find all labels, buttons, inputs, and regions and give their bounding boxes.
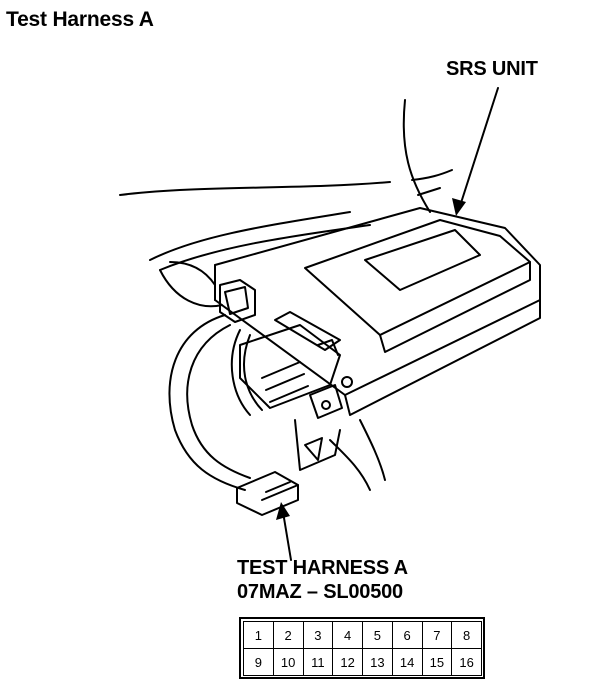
connector-latch	[309, 384, 343, 419]
connector-latch-pin	[321, 400, 331, 410]
pillar-line	[402, 99, 431, 213]
pin-cell: 14	[391, 648, 423, 676]
pin-cell: 7	[421, 621, 453, 649]
srs-unit-cover-ridge	[364, 229, 481, 291]
pillar-line	[417, 187, 441, 196]
srs-arrow-head	[452, 198, 466, 216]
pin-cell: 4	[332, 621, 363, 649]
harness-wire	[243, 334, 263, 411]
connector-upper	[219, 279, 256, 323]
srs-unit-front	[344, 299, 541, 416]
test-harness-connector	[236, 471, 299, 516]
srs-unit-cover	[304, 219, 531, 336]
connector-main-slot	[265, 373, 305, 391]
pin-cell: 5	[362, 621, 393, 649]
harness-wire	[186, 324, 251, 479]
pin-cell: 6	[391, 621, 423, 649]
test-harness-label: TEST HARNESS A 07MAZ – SL00500	[237, 556, 408, 604]
connector-main-slot	[269, 385, 309, 403]
mounting-bracket-hole	[304, 437, 323, 461]
srs-arrow-line	[459, 87, 499, 207]
pin-cell: 13	[362, 648, 393, 676]
srs-unit-label: SRS UNIT	[446, 58, 538, 80]
mounting-bolt	[341, 376, 353, 388]
pin-cell: 3	[302, 621, 334, 649]
harness-wire	[230, 329, 251, 416]
pin-cell: 2	[272, 621, 304, 649]
harness-wire	[159, 269, 223, 308]
test-harness-name: TEST HARNESS A	[237, 557, 408, 579]
floor-line	[119, 181, 391, 196]
pin-cell: 16	[451, 648, 482, 676]
harness-arrow-line	[282, 511, 292, 561]
srs-unit-cover-edge	[379, 261, 531, 353]
pin-cell: 11	[302, 648, 334, 676]
harness-wire	[169, 261, 216, 286]
connector-tab	[317, 339, 339, 356]
floor-line	[329, 439, 371, 491]
test-harness-connector-face	[261, 484, 299, 501]
pin-cell: 1	[243, 621, 274, 649]
floor-line	[159, 224, 371, 271]
harness-arrow-head	[276, 502, 290, 520]
harness-wire	[168, 314, 246, 491]
connector-tab	[274, 311, 341, 351]
connector-main-slot	[261, 361, 301, 379]
floor-line	[359, 419, 386, 481]
page-title: Test Harness A	[6, 8, 154, 31]
mounting-bracket	[294, 419, 341, 471]
pin-cell: 10	[272, 648, 304, 676]
connector-main	[239, 324, 341, 409]
test-harness-connector-slot	[265, 481, 291, 493]
pin-cell: 9	[243, 648, 274, 676]
connector-upper-inner	[224, 286, 249, 315]
pin-cell: 15	[421, 648, 453, 676]
pin-cell: 8	[451, 621, 482, 649]
pillar-line	[411, 169, 453, 181]
test-harness-part-number: 07MAZ – SL00500	[237, 581, 403, 603]
connector-pin-grid: 1 2 3 4 5 6 7 8 9 10 11 12 13 14 15 16	[239, 617, 485, 679]
srs-unit-top	[214, 207, 541, 396]
pin-cell: 12	[332, 648, 363, 676]
floor-line	[149, 211, 351, 261]
